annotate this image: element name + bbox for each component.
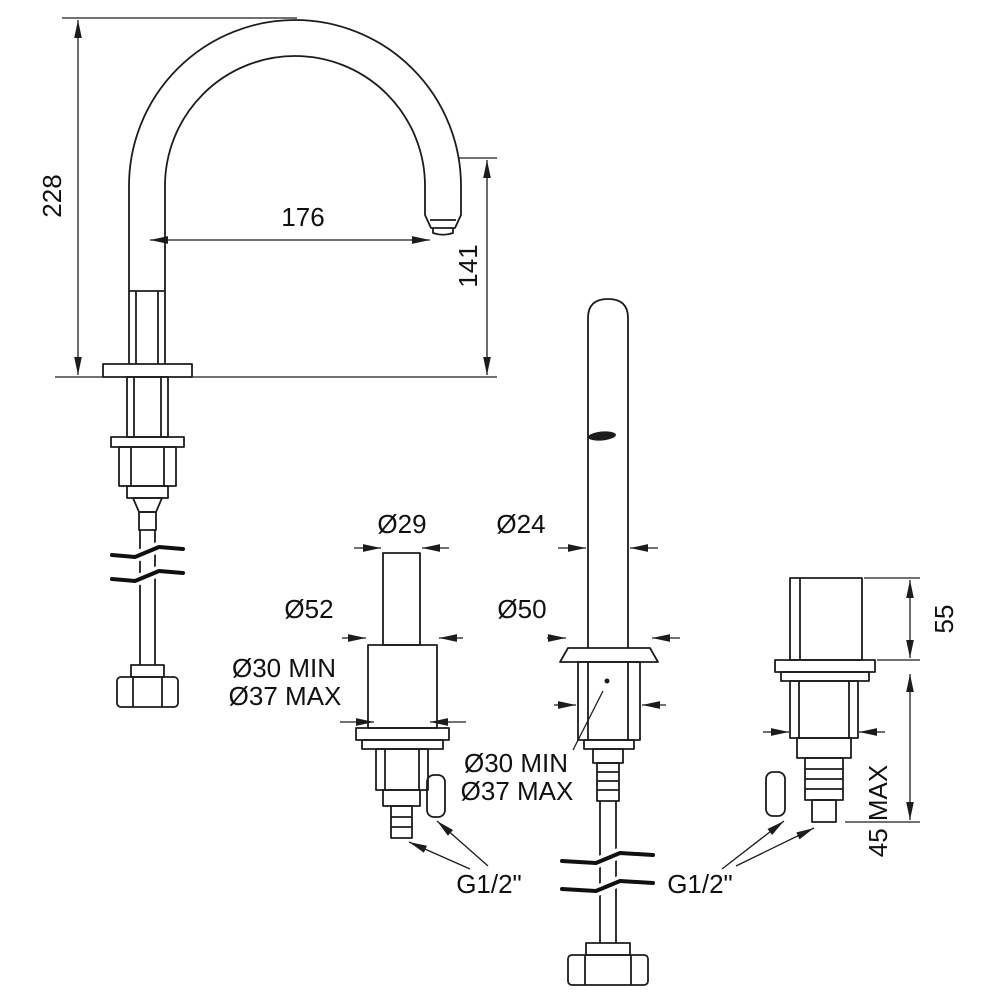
valve-washer	[361, 739, 444, 750]
spout-outlet-tip	[432, 228, 454, 236]
dim-spout-reach: 176	[150, 202, 430, 244]
valve-flange	[355, 727, 450, 741]
dim-column-base-diameter: Ø50	[497, 594, 680, 642]
dim-label-valve-hole-max: Ø37 MAX	[229, 681, 342, 711]
dim-valve-stem-diameter: Ø29	[354, 509, 449, 552]
dim-valve-hole-range: Ø30 MIN Ø37 MAX	[229, 653, 466, 726]
dim-label-handle-height: 55	[929, 605, 959, 634]
handle-shank	[789, 680, 859, 739]
dim-label-total-height: 228	[37, 174, 67, 217]
dim-outlet-height: 141	[192, 157, 497, 378]
handle-washer	[780, 671, 870, 682]
dim-label-column-base-dia: Ø50	[497, 594, 546, 624]
pipe-break-symbol	[110, 569, 185, 583]
column-hose-nut	[567, 954, 649, 986]
pipe-break-symbol	[110, 545, 185, 559]
dim-label-outlet-height: 141	[453, 244, 483, 287]
handle-side-tab	[765, 771, 786, 817]
dim-label-deck-thickness-max: 45 MAX	[863, 765, 893, 858]
dim-valve-base-diameter: Ø52	[284, 594, 463, 642]
set-screw-dot	[604, 678, 610, 684]
valve-stem	[382, 552, 421, 646]
spout-base-flange	[102, 363, 193, 378]
thread-callout-left: G1/2"	[408, 820, 522, 899]
dim-total-height: 228	[37, 17, 297, 378]
column-threaded-tail	[596, 762, 620, 802]
spout-mounting-nut	[118, 446, 177, 487]
lever-slot	[588, 431, 616, 441]
spout-washer	[110, 436, 185, 448]
dim-label-column-hole-max: Ø37 MAX	[461, 776, 574, 806]
thread-label-right: G1/2"	[667, 869, 733, 899]
pipe-break-symbol	[560, 851, 655, 865]
valve-shank	[375, 748, 429, 791]
thread-callout-right: G1/2"	[667, 820, 815, 899]
dim-column-hole-range: Ø30 MIN Ø37 MAX	[461, 690, 666, 806]
dim-label-reach: 176	[281, 202, 324, 232]
valve-threaded-tail	[390, 805, 413, 839]
column-figure	[556, 298, 659, 986]
dim-handle-height: 55	[864, 577, 959, 661]
column-washer	[583, 739, 635, 750]
spout-hose-nut	[116, 676, 179, 708]
valve-side-tab	[426, 774, 446, 818]
dim-label-valve-base-dia: Ø52	[284, 594, 333, 624]
handle-flange	[774, 659, 876, 673]
dim-label-valve-hole-min: Ø30 MIN	[232, 653, 336, 683]
pipe-break-symbol	[560, 879, 655, 893]
spout-figure	[102, 19, 462, 708]
spout-gooseneck-outline	[128, 19, 462, 364]
dim-label-column-dia: Ø24	[496, 509, 545, 539]
valve-body	[367, 644, 438, 729]
column-outline	[587, 298, 629, 648]
dim-column-diameter: Ø24	[496, 509, 658, 552]
column-flange	[559, 647, 659, 663]
thread-label-left: G1/2"	[456, 869, 522, 899]
dim-deck-thickness: 45 MAX	[763, 674, 920, 857]
valve-figure	[355, 552, 450, 839]
dim-label-column-hole-min: Ø30 MIN	[464, 748, 568, 778]
handle-side-figure	[765, 577, 876, 823]
dim-label-valve-stem-dia: Ø29	[377, 509, 426, 539]
